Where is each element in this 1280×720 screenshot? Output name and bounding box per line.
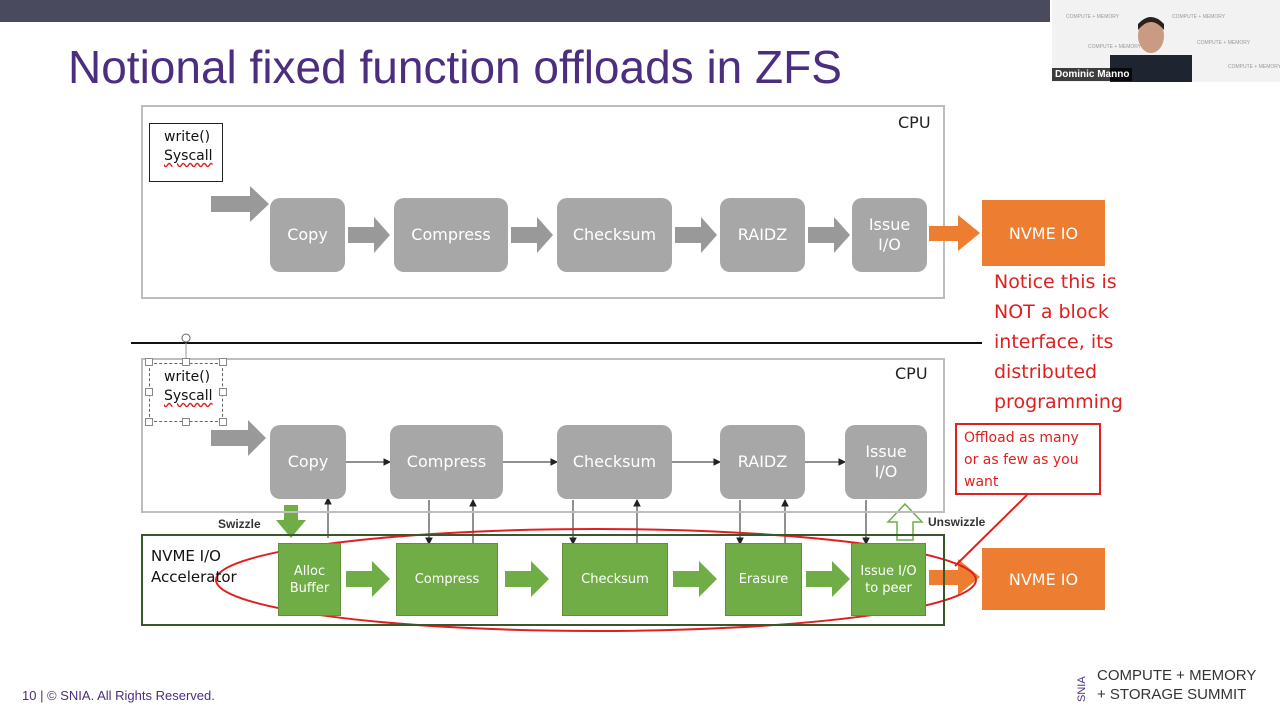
selection-handle[interactable]: [219, 388, 227, 396]
accel-arrow-2: [505, 561, 549, 597]
rotate-handle: [181, 333, 191, 343]
top-syscall-line2: Syscall: [164, 148, 213, 164]
unswizzle-label: Unswizzle: [928, 515, 986, 529]
bottom-stage-issue-io: Issue I/O: [845, 425, 927, 499]
top-bar: [0, 0, 1050, 22]
notice-line: distributed: [994, 361, 1098, 383]
bottom-nvme-io: NVME IO: [982, 548, 1105, 610]
svg-text:COMPUTE + MEMORY: COMPUTE + MEMORY: [1066, 14, 1120, 20]
svg-text:COMPUTE + MEMORY: COMPUTE + MEMORY: [1172, 14, 1226, 20]
slide-footer: 10 | © SNIA. All Rights Reserved.: [22, 688, 215, 703]
svg-text:COMPUTE + MEMORY: COMPUTE + MEMORY: [1228, 64, 1280, 70]
accel-stage-erasure: Erasure: [725, 543, 802, 616]
svg-text:COMPUTE + MEMORY: COMPUTE + MEMORY: [1088, 44, 1142, 50]
offload-line: or as few as you: [964, 452, 1079, 468]
bottom-syscall-box[interactable]: write() Syscall: [149, 363, 223, 422]
top-stage-raidz: RAIDZ: [720, 198, 805, 272]
top-stage-copy: Copy: [270, 198, 345, 272]
notice-line: NOT a block: [994, 301, 1109, 323]
selection-handle[interactable]: [219, 418, 227, 426]
selection-handle[interactable]: [182, 358, 190, 366]
notice-annotation: Notice this is NOT a block interface, it…: [994, 267, 1123, 417]
offload-ellipse: [215, 528, 977, 632]
top-cpu-label: CPU: [898, 113, 931, 132]
swizzle-label: Swizzle: [218, 517, 261, 531]
slide-title: Notional fixed function offloads in ZFS: [68, 41, 842, 93]
accel-arrow-4: [806, 561, 850, 597]
top-arrow-4: [808, 217, 850, 253]
callout-pointer: [954, 494, 1028, 567]
offload-line: want: [964, 474, 999, 490]
speaker-name: Dominic Manno: [1052, 68, 1133, 81]
top-syscall-box: write() Syscall: [149, 123, 223, 182]
accel-arrow-3: [673, 561, 717, 597]
accelerator-panel: [141, 534, 945, 626]
accel-stage-checksum: Checksum: [562, 543, 668, 616]
accelerator-label-line1: NVME I/O: [151, 547, 221, 565]
offload-callout: Offload as many or as few as you want: [955, 423, 1101, 495]
selection-handle[interactable]: [182, 418, 190, 426]
summit-logo-line2: + STORAGE SUMMIT: [1097, 686, 1247, 703]
bottom-stage-compress: Compress: [390, 425, 503, 499]
top-arrow-1: [348, 217, 390, 253]
top-stage-checksum: Checksum: [557, 198, 672, 272]
top-arrow-syscall: [211, 186, 269, 222]
top-arrow-2: [511, 217, 553, 253]
svg-text:COMPUTE + MEMORY: COMPUTE + MEMORY: [1197, 40, 1251, 46]
bottom-stage-checksum: Checksum: [557, 425, 672, 499]
selection-handle[interactable]: [145, 358, 153, 366]
accelerator-label: NVME I/O Accelerator: [151, 546, 237, 588]
top-stage-issue-io: Issue I/O: [852, 198, 927, 272]
offload-line: Offload as many: [964, 430, 1079, 446]
bottom-stage-copy: Copy: [270, 425, 346, 499]
bottom-syscall-line2: Syscall: [164, 388, 213, 404]
selection-handle[interactable]: [145, 388, 153, 396]
bottom-arrow-syscall: [211, 420, 266, 456]
selection-handle[interactable]: [219, 358, 227, 366]
bottom-cpu-label: CPU: [895, 364, 928, 383]
swizzle-arrow: [276, 505, 306, 538]
summit-logo-line1: COMPUTE + MEMORY: [1097, 667, 1257, 684]
bottom-stage-raidz: RAIDZ: [720, 425, 805, 499]
top-arrow-orange: [929, 215, 980, 251]
snia-logo-mark: SNIA: [1076, 668, 1090, 704]
notice-line: Notice this is: [994, 271, 1117, 293]
notice-line: programming: [994, 391, 1123, 413]
accelerator-label-line2: Accelerator: [151, 568, 237, 586]
selection-handle[interactable]: [145, 418, 153, 426]
top-syscall-line1: write(): [164, 129, 211, 145]
accel-stage-alloc-buffer: Alloc Buffer: [278, 543, 341, 616]
notice-line: interface, its: [994, 331, 1114, 353]
top-nvme-io: NVME IO: [982, 200, 1105, 266]
unswizzle-arrow: [886, 502, 924, 541]
top-stage-compress: Compress: [394, 198, 508, 272]
top-arrow-3: [675, 217, 717, 253]
bottom-syscall-line1: write(): [164, 369, 211, 385]
accel-stage-compress: Compress: [396, 543, 498, 616]
bottom-cpu-panel: [141, 358, 945, 513]
accel-arrow-1: [346, 561, 390, 597]
accel-stage-issue-io-peer: Issue I/O to peer: [851, 543, 926, 616]
snia-mark-text: SNIA: [1076, 676, 1088, 702]
summit-logo: COMPUTE + MEMORY + STORAGE SUMMIT: [1097, 666, 1256, 704]
